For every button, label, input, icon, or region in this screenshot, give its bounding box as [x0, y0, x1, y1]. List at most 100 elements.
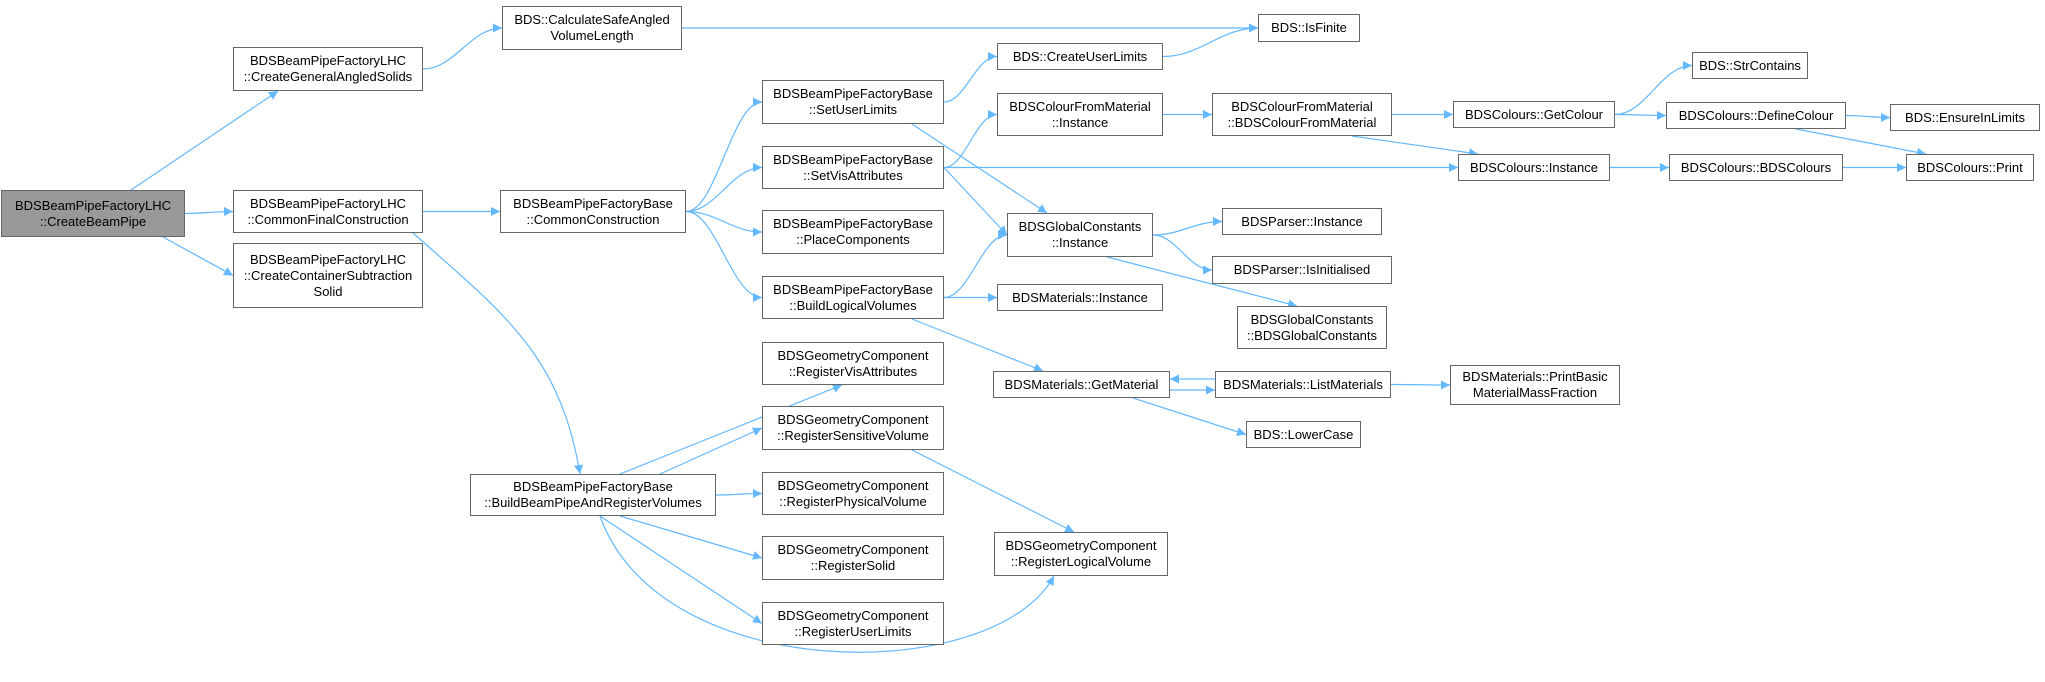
- edge-globalConstantsInstance-to-parserInstance: [1152, 217, 1223, 236]
- node-create-container-subtraction-solid[interactable]: BDSBeamPipeFactoryLHC::CreateContainerSu…: [233, 243, 423, 308]
- node-label-line: BDSBeamPipeFactoryLHC: [249, 195, 407, 211]
- node-label-line: VolumeLength: [550, 28, 634, 43]
- edge-registerSensitiveVolume-to-registerLogicalVolume: [911, 449, 1075, 533]
- edge-createBeamPipe-to-commonFinalConstruction: [184, 207, 234, 217]
- node-colour-from-material-ctor[interactable]: BDSColourFromMaterial::BDSColourFromMate…: [1212, 93, 1392, 136]
- node-label-line: BDS::StrContains: [1699, 57, 1801, 73]
- node-label-line: BDSMaterials::GetMaterial: [1004, 376, 1159, 392]
- edge-getMaterial-to-lowerCase: [1132, 397, 1247, 437]
- edge-createBeamPipe-to-createGeneralAngledSolids: [130, 90, 279, 191]
- node-label-line: BDSMaterials::PrintBasic: [1462, 369, 1608, 384]
- node-label-line: ::RegisterPhysicalVolume: [779, 493, 927, 509]
- node-build-beam-pipe-and-register-volumes[interactable]: BDSBeamPipeFactoryBase::BuildBeamPipeAnd…: [470, 474, 716, 516]
- node-label-line: BDSBeamPipeFactoryLHC: [14, 197, 172, 213]
- edge-setUserLimits-to-createUserLimits: [943, 52, 998, 103]
- node-common-final-construction[interactable]: BDSBeamPipeFactoryLHC::CommonFinalConstr…: [233, 190, 423, 233]
- node-label-line: ::CreateBeamPipe: [39, 213, 147, 229]
- node-register-vis-attributes[interactable]: BDSGeometryComponent::RegisterVisAttribu…: [762, 342, 944, 385]
- node-parser-instance[interactable]: BDSParser::Instance: [1222, 208, 1382, 235]
- node-set-user-limits[interactable]: BDSBeamPipeFactoryBase::SetUserLimits: [762, 80, 944, 124]
- node-label-line: ::RegisterLogicalVolume: [1010, 554, 1152, 569]
- node-get-colour[interactable]: BDSColours::GetColour: [1453, 101, 1615, 128]
- node-register-logical-volume[interactable]: BDSGeometryComponent::RegisterLogicalVol…: [994, 532, 1168, 576]
- node-label-line: ::BuildLogicalVolumes: [789, 297, 917, 313]
- node-is-finite[interactable]: BDS::IsFinite: [1258, 14, 1360, 42]
- edge-commonFinalConstruction-to-buildBeamPipeAndRegisterVolumes: [412, 232, 583, 475]
- node-colours-print[interactable]: BDSColours::Print: [1906, 154, 2034, 181]
- node-label-line: BDSBeamPipeFactoryBase: [773, 86, 933, 101]
- node-label-line: BDSColours::DefineColour: [1678, 107, 1834, 123]
- node-label-line: BDS::LowerCase: [1253, 426, 1354, 442]
- node-label-line: BDSGeometryComponent: [777, 542, 929, 557]
- node-colours-ctor[interactable]: BDSColours::BDSColours: [1669, 154, 1843, 181]
- node-create-general-angled-solids[interactable]: BDSBeamPipeFactoryLHC::CreateGeneralAngl…: [233, 47, 423, 91]
- node-label-line: BDS::EnsureInLimits: [1905, 109, 2025, 125]
- node-label-line: Solid: [313, 283, 343, 299]
- node-label-line: BDSBeamPipeFactoryLHC: [249, 53, 407, 68]
- node-register-user-limits[interactable]: BDSGeometryComponent::RegisterUserLimits: [762, 602, 944, 645]
- node-register-physical-volume[interactable]: BDSGeometryComponent::RegisterPhysicalVo…: [762, 472, 944, 515]
- node-label-line: BDSBeamPipeFactoryBase: [773, 216, 933, 231]
- node-label-line: BDSGlobalConstants: [1018, 219, 1142, 234]
- edge-commonConstruction-to-setVisAttributes: [685, 163, 763, 213]
- edge-commonConstruction-to-buildLogicalVolumes: [685, 210, 763, 302]
- edge-buildBeamPipeAndRegisterVolumes-to-registerSensitiveVolume: [659, 427, 763, 475]
- edge-setUserLimits-to-globalConstantsInstance: [911, 123, 1048, 214]
- node-label-line: BDSGeometryComponent: [777, 477, 929, 493]
- edge-buildBeamPipeAndRegisterVolumes-to-registerPhysicalVolume: [715, 489, 763, 499]
- node-label-line: BDSColours::GetColour: [1465, 106, 1603, 122]
- node-place-components[interactable]: BDSBeamPipeFactoryBase::PlaceComponents: [762, 210, 944, 254]
- edge-colourFromMaterialCtor-to-coloursInstance: [1351, 135, 1479, 158]
- edge-buildLogicalVolumes-to-globalConstantsInstance: [943, 230, 1008, 299]
- node-label-line: BDSBeamPipeFactoryLHC: [249, 251, 407, 267]
- node-parser-is-initialised[interactable]: BDSParser::IsInitialised: [1212, 256, 1392, 284]
- node-global-constants-instance[interactable]: BDSGlobalConstants::Instance: [1007, 213, 1153, 257]
- node-label-line: BDSParser::IsInitialised: [1233, 262, 1371, 277]
- node-materials-instance[interactable]: BDSMaterials::Instance: [997, 284, 1163, 311]
- edge-createGeneralAngledSolids-to-calculateSafeAngledVolumeLength: [422, 23, 503, 70]
- node-ensure-in-limits[interactable]: BDS::EnsureInLimits: [1890, 104, 2040, 131]
- node-label-line: BDSGeometryComponent: [777, 607, 929, 623]
- node-label-line: ::RegisterSolid: [810, 558, 896, 573]
- edge-buildBeamPipeAndRegisterVolumes-to-registerUserLimits: [599, 515, 763, 624]
- node-label-line: BDSGlobalConstants: [1250, 311, 1374, 327]
- node-str-contains[interactable]: BDS::StrContains: [1692, 52, 1808, 79]
- node-get-material[interactable]: BDSMaterials::GetMaterial: [993, 371, 1170, 398]
- node-label-line: BDSColours::Instance: [1470, 159, 1598, 175]
- node-create-beam-pipe: BDSBeamPipeFactoryLHC::CreateBeamPipe: [1, 190, 185, 237]
- node-list-materials[interactable]: BDSMaterials::ListMaterials: [1215, 371, 1391, 398]
- node-label-line: ::PlaceComponents: [796, 232, 910, 247]
- node-label-line: ::CommonFinalConstruction: [247, 211, 409, 227]
- node-build-logical-volumes[interactable]: BDSBeamPipeFactoryBase::BuildLogicalVolu…: [762, 276, 944, 319]
- node-label-line: ::Instance: [1051, 114, 1109, 130]
- node-label-line: BDSColourFromMaterial: [1231, 98, 1373, 114]
- node-label-line: BDSGeometryComponent: [1005, 538, 1157, 553]
- node-global-constants-ctor[interactable]: BDSGlobalConstants::BDSGlobalConstants: [1237, 306, 1387, 349]
- node-colour-from-material-instance[interactable]: BDSColourFromMaterial::Instance: [997, 93, 1163, 136]
- node-create-user-limits[interactable]: BDS::CreateUserLimits: [997, 43, 1163, 70]
- node-label-line: BDSGeometryComponent: [777, 347, 929, 363]
- edge-createBeamPipe-to-createContainerSubtractionSolid: [162, 236, 234, 277]
- node-label-line: BDSBeamPipeFactoryBase: [773, 151, 933, 167]
- node-label-line: BDSMaterials::Instance: [1012, 289, 1148, 305]
- node-label-line: BDSColourFromMaterial: [1009, 98, 1151, 114]
- node-define-colour[interactable]: BDSColours::DefineColour: [1666, 102, 1846, 129]
- node-lower-case[interactable]: BDS::LowerCase: [1246, 421, 1361, 448]
- edge-buildLogicalVolumes-to-getMaterial: [911, 318, 1044, 372]
- edge-setVisAttributes-to-globalConstantsInstance: [943, 167, 1008, 236]
- node-label-line: BDSColours::Print: [1917, 159, 2023, 175]
- node-label-line: ::CreateContainerSubtraction: [243, 267, 413, 283]
- node-set-vis-attributes[interactable]: BDSBeamPipeFactoryBase::SetVisAttributes: [762, 146, 944, 189]
- node-register-solid[interactable]: BDSGeometryComponent::RegisterSolid: [762, 536, 944, 580]
- node-common-construction[interactable]: BDSBeamPipeFactoryBase::CommonConstructi…: [500, 190, 686, 233]
- node-label-line: ::RegisterSensitiveVolume: [777, 428, 929, 443]
- node-register-sensitive-volume[interactable]: BDSGeometryComponent::RegisterSensitiveV…: [762, 406, 944, 450]
- edge-getColour-to-strContains: [1614, 61, 1693, 116]
- edge-commonConstruction-to-setUserLimits: [685, 97, 763, 213]
- edge-buildBeamPipeAndRegisterVolumes-to-registerVisAttributes: [619, 384, 843, 475]
- node-colours-instance[interactable]: BDSColours::Instance: [1458, 154, 1610, 181]
- node-label-line: ::Instance: [1051, 235, 1109, 250]
